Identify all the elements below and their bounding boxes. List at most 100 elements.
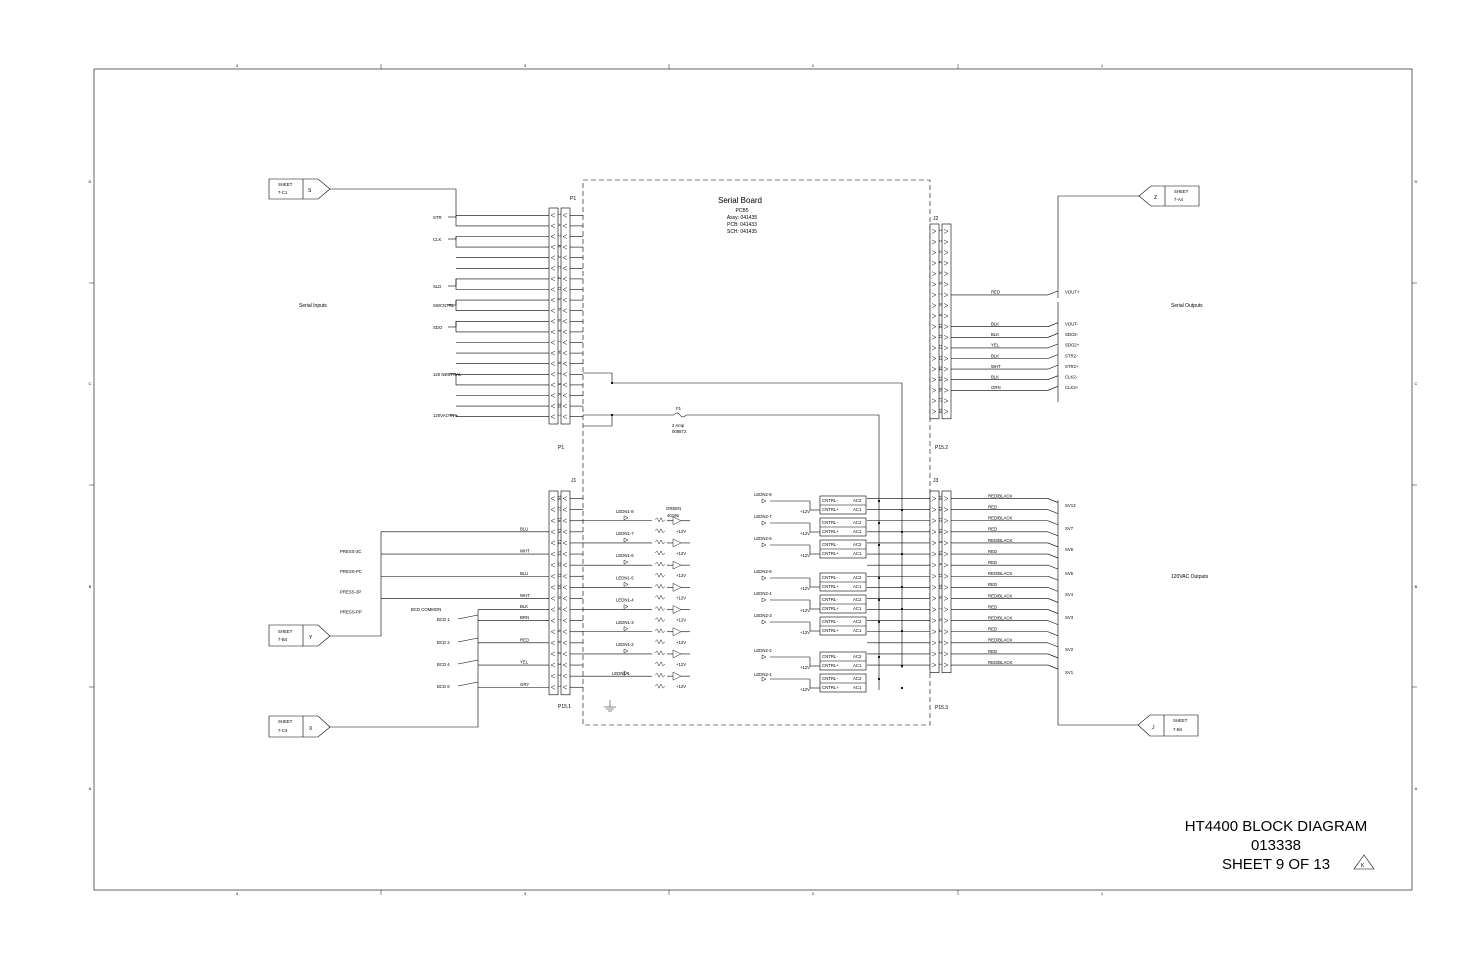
p1-pin-mark (562, 244, 568, 250)
p1-signal-label: CLK (433, 237, 441, 242)
j3-pin-mark (931, 496, 937, 501)
sv-label: SV4 (1065, 592, 1074, 597)
p1-wire (455, 299, 549, 305)
bcd-label: BCD 1 (437, 617, 450, 622)
fuse-name: F1 (676, 406, 682, 411)
grid-col-3-top: 3 (524, 63, 527, 68)
j3-pin-mark (931, 507, 937, 512)
j1-wire-color: BLK (520, 604, 528, 609)
j3-wire-color: RED (988, 604, 997, 609)
j3-wire-bend (1047, 564, 1059, 570)
j3-pin-mark (931, 618, 937, 623)
green-label: GREEN (666, 506, 681, 511)
serial-outputs-label: Serial Outputs (1171, 303, 1203, 309)
title-block-drawing-number: 013338 (1251, 837, 1301, 854)
led2-label: LEDN2-6 (754, 536, 772, 541)
p1-pin-mark (562, 297, 568, 303)
j1-pin-mark (550, 562, 556, 568)
j2-signal-label: SDO2+ (1065, 343, 1080, 348)
j1-pin-mark (550, 551, 556, 557)
j2-pin-mark (931, 250, 937, 255)
j2-housing-outer (929, 223, 940, 420)
led1-diode (623, 559, 629, 565)
j3-housing-outer (929, 490, 940, 673)
led1-resistor (654, 650, 666, 656)
led2-diode (761, 520, 767, 526)
relay-cntrl-plus: CNTRL+ (822, 628, 839, 633)
p1-pin-mark (562, 414, 568, 419)
offpage-s-ref: 7-C1 (278, 190, 288, 195)
j3-pin-mark (931, 518, 937, 523)
fuse-rating: 2 Amp (672, 423, 685, 428)
supply-label: +12V (676, 662, 686, 667)
j2-pin-mark (943, 303, 949, 308)
j1-wire-color: GRY (520, 682, 529, 687)
j3-pin-label: 3 (938, 641, 943, 644)
j3-wire-bend (1047, 520, 1059, 526)
serial-board-line-4: SCH: 041435 (727, 229, 757, 235)
j1-wire-color: WHT (520, 593, 530, 598)
p1-pin-mark (562, 308, 568, 313)
j1-pin-label: 14 (557, 540, 562, 545)
p1-pin-label: 9 (557, 383, 562, 386)
j3-pin-label: 5 (938, 618, 943, 621)
p1-wire (455, 320, 549, 327)
p1-pin-label: L (557, 415, 562, 418)
offpage-z-ref: 7-A4 (1174, 197, 1184, 202)
supply-label: +12V (800, 687, 810, 692)
relay-cntrl-minus: CNTRL- (822, 619, 838, 624)
p1-pin-label: 1 (557, 213, 562, 216)
led1-resistor (654, 583, 666, 589)
j1-pin-mark (550, 507, 556, 512)
relay-ac2: AC2 (853, 498, 862, 503)
j1-pin-mark (562, 562, 568, 568)
j1-pin-mark (550, 640, 556, 646)
j1-pin-mark (562, 618, 568, 623)
j1-pin-label: 10 (557, 584, 562, 589)
j2-pin-mark (931, 229, 937, 234)
relay-cntrl-plus: CNTRL+ (822, 685, 839, 690)
j1-wire-color: RED (520, 637, 529, 642)
relay-cntrl-plus: CNTRL+ (822, 663, 839, 668)
j2-wire-color: WHT (991, 364, 1001, 369)
relay-ac1: AC1 (853, 685, 862, 690)
supply-label: +12V (800, 531, 810, 536)
relay-cntrl-minus: CNTRL- (822, 498, 838, 503)
offpage-j-sheet: SHEET (1173, 718, 1188, 723)
j1-pin-label: 7 (557, 618, 562, 621)
j3-wire-color: RED/BLACK (988, 493, 1012, 498)
j3-pin-mark (943, 640, 949, 646)
j2-pin-mark (931, 282, 937, 287)
j3-wire-bend (1047, 609, 1059, 614)
relay-ac1: AC1 (853, 551, 862, 556)
j3-wire-color: RED (988, 527, 997, 532)
p1-pin-label: 2 (557, 234, 562, 237)
j1-pin-label: 5 (557, 641, 562, 644)
j3-wire-bend (1047, 620, 1059, 625)
j2-label: J2 (933, 216, 939, 222)
sv-label: SV5 (1065, 571, 1074, 576)
offpage-x-letter: X (309, 726, 313, 732)
j2-pin-mark (931, 388, 937, 393)
j1-pin-mark (562, 574, 568, 579)
j1-pin-mark (550, 629, 556, 634)
p1-pin-label: J (557, 372, 562, 374)
led1-diode (623, 581, 629, 587)
j2-pin-label: 17 (938, 398, 943, 403)
j1-pin-label: 4 (557, 652, 562, 655)
j1-pin-mark (550, 585, 556, 590)
grid-marks (89, 64, 1417, 895)
led1-label: LEDN1-2 (616, 642, 634, 647)
relay-ac2: AC2 (853, 575, 862, 580)
offpage-connector-z: SHEET 7-A4 Z (1138, 185, 1200, 207)
j3-pin-label: 14 (938, 551, 943, 556)
j3-pin-label: 18 (938, 495, 943, 500)
revision-triangle: K (1353, 854, 1375, 870)
schematic-wiring: 1A2B3C4D5E6F7H8J9K10LSTRCLKSLDSWCNTRLSDO… (330, 188, 1139, 728)
j2-signal-label: CLK2- (1065, 375, 1078, 380)
j3-pin-mark (943, 574, 949, 579)
offpage-j-ref: 7-B4 (1173, 727, 1183, 732)
relay-ac1: AC1 (853, 663, 862, 668)
led2-diode (761, 619, 767, 625)
